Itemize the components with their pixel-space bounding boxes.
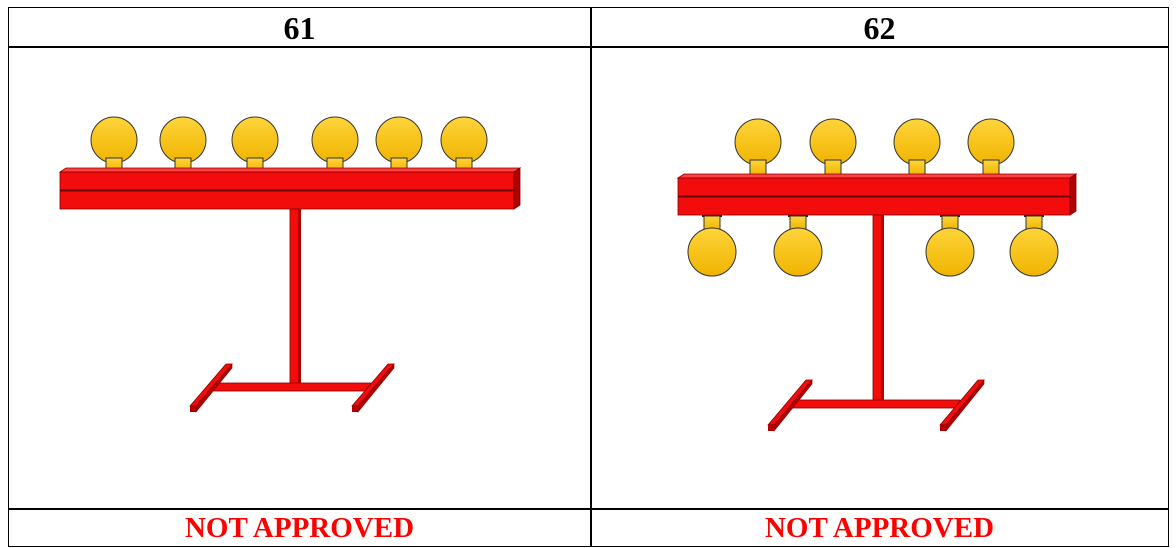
status-right: NOT APPROVED [764, 512, 995, 544]
plate-61-6 [440, 116, 488, 173]
plate-61-5 [375, 116, 423, 173]
post-61 [289, 208, 301, 385]
base-61 [189, 363, 395, 413]
plate-62-bottom-2 [773, 215, 823, 277]
plate-62-top-4 [967, 118, 1015, 177]
target-number-left: 61 [283, 10, 316, 46]
target-number-right: 62 [863, 10, 896, 46]
footer-divider [9, 508, 1168, 510]
plate-rack-62 [676, 118, 1078, 432]
plate-62-top-3 [893, 118, 941, 177]
plate-62-top-2 [809, 118, 857, 177]
plate-62-top-1 [734, 118, 782, 177]
comparison-table: 61 62 NOT APPROVED NOT APPROVED [8, 7, 1169, 547]
plate-62-bottom-1 [687, 215, 737, 277]
crossbar-61 [58, 167, 522, 210]
plate-61-3 [231, 116, 279, 173]
post-62 [872, 214, 884, 402]
column-divider [590, 8, 592, 546]
plate-62-bottom-4 [1009, 215, 1059, 277]
base-62 [767, 379, 985, 432]
plate-62-bottom-3 [925, 215, 975, 277]
plate-61-4 [311, 116, 359, 173]
plate-rack-61 [58, 116, 522, 413]
crossbar-62 [676, 173, 1078, 216]
status-left: NOT APPROVED [184, 512, 415, 544]
plate-61-1 [90, 116, 138, 173]
header-divider [9, 46, 1168, 48]
plate-61-2 [159, 116, 207, 173]
